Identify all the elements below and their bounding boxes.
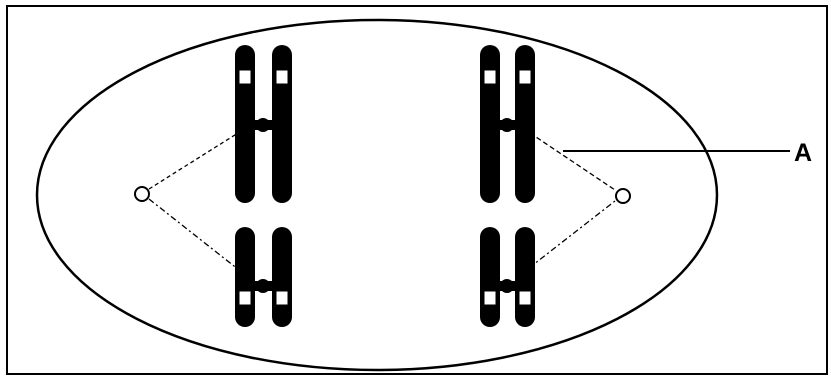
centriole-right-icon	[615, 188, 631, 204]
spindle-fibers	[148, 132, 616, 271]
chromosome-small-right	[480, 227, 535, 327]
chromatid	[272, 227, 292, 327]
spindle-fiber-left-upper	[148, 132, 239, 190]
gene-band	[275, 290, 289, 306]
cell-membrane	[35, 18, 719, 372]
chromatid	[515, 45, 535, 203]
gene-band	[238, 69, 252, 85]
chromatid	[235, 227, 255, 327]
centromere	[500, 118, 514, 132]
chromatid	[515, 227, 535, 327]
spindle-fiber-right-upper	[529, 132, 616, 191]
gene-band	[275, 69, 289, 85]
chromatid	[235, 45, 255, 203]
chromosome-large-left	[235, 45, 292, 203]
figure-frame	[6, 5, 828, 375]
centromere	[256, 118, 270, 132]
centromere	[256, 279, 270, 293]
centriole-left-icon	[134, 186, 150, 202]
chromosome-large-right	[480, 45, 535, 203]
chromatid	[480, 227, 500, 327]
spindle-fiber-left-lower	[148, 198, 240, 271]
chromatid	[480, 45, 500, 203]
spindle-fiber-right-lower	[528, 200, 616, 269]
gene-band	[518, 290, 532, 306]
gene-band	[518, 69, 532, 85]
gene-band	[483, 69, 497, 85]
centromere	[500, 279, 514, 293]
label-a: A	[794, 139, 812, 167]
gene-band	[238, 290, 252, 306]
chromatid	[272, 45, 292, 203]
gene-band	[483, 290, 497, 306]
chromosome-small-left	[235, 227, 292, 327]
